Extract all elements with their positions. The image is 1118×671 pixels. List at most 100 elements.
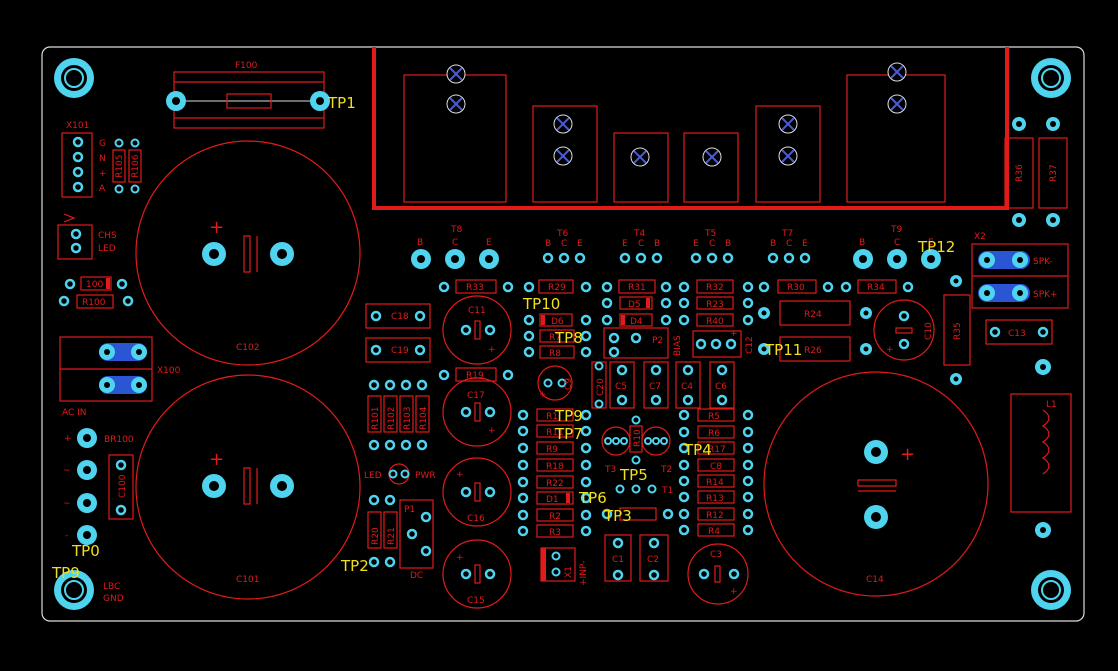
test-points: TP1 TP0 TP9 TP2 TP3 TP4 TP5 TP6 TP7 TP8 …: [51, 94, 955, 582]
svg-text:+INP-: +INP-: [579, 561, 589, 586]
resistors-r7-r8: R7 R8: [523, 329, 592, 359]
svg-text:X101: X101: [66, 121, 89, 131]
svg-text:LBC: LBC: [103, 582, 120, 592]
resistor-column-left: R1 R11 R9 R18 R22 D1 R2 R3: [517, 408, 592, 538]
svg-text:100: 100: [86, 280, 103, 290]
svg-text:B: B: [654, 239, 660, 249]
svg-text:BR100: BR100: [104, 435, 134, 445]
fuse-label: F100: [235, 61, 258, 71]
resistor-r19: R19: [438, 367, 514, 382]
svg-text:C6: C6: [715, 382, 727, 392]
capacitor-c9: + C9: [537, 365, 574, 401]
resistor-row-top: R29 R31 R32 R30 R34: [523, 279, 914, 294]
transistors-t1-t2-t3: R10 T3 T2 T1: [601, 415, 674, 521]
svg-text:T8: T8: [450, 225, 462, 235]
svg-text:E: E: [802, 239, 808, 249]
svg-text:R9: R9: [546, 445, 558, 455]
svg-text:R22: R22: [546, 479, 564, 489]
heatsink-components: [403, 62, 946, 203]
svg-text:R14: R14: [706, 478, 724, 488]
svg-text:E: E: [486, 238, 492, 248]
svg-text:G: G: [99, 139, 106, 149]
tp11-label: TP11: [764, 341, 802, 359]
svg-text:C101: C101: [236, 575, 259, 585]
svg-text:N: N: [99, 154, 106, 164]
tp4-label: TP4: [683, 441, 712, 459]
connector-x2-speaker: X2 SPK- SPK+: [971, 232, 1069, 309]
tp5-label: TP5: [619, 466, 648, 484]
caps-c20-c4-c5-c6-c7: C20 C5 C7 C4 C6: [591, 361, 735, 409]
tp6-label: TP6: [578, 489, 607, 507]
svg-text:C102: C102: [236, 343, 259, 353]
svg-text:R32: R32: [706, 283, 724, 293]
svg-text:R4: R4: [708, 527, 720, 537]
svg-text:R5: R5: [708, 412, 720, 422]
svg-text:R26: R26: [804, 346, 822, 356]
svg-text:B: B: [545, 239, 551, 249]
svg-text:+: +: [730, 587, 738, 597]
svg-text:C17: C17: [467, 391, 485, 401]
svg-text:C11: C11: [468, 306, 486, 316]
svg-text:T3: T3: [604, 465, 616, 475]
svg-text:C13: C13: [1008, 329, 1026, 339]
trimmer-p2: P2 BIAS + C12: [603, 327, 755, 359]
svg-text:+: +: [99, 169, 107, 179]
svg-text:R102: R102: [387, 407, 397, 430]
svg-text:+: +: [730, 329, 738, 339]
svg-text:LED: LED: [364, 471, 382, 481]
capacitor-c102: + C102: [135, 140, 361, 366]
svg-text:+: +: [900, 444, 915, 465]
svg-text:R103: R103: [403, 407, 413, 430]
svg-text:+: +: [488, 345, 496, 355]
resistors-r36-r37: R36 R37: [1004, 117, 1068, 227]
svg-text:R35: R35: [953, 322, 963, 340]
svg-text:R34: R34: [867, 283, 885, 293]
svg-text:R7: R7: [549, 333, 561, 343]
svg-text:E: E: [693, 239, 699, 249]
svg-text:PWR: PWR: [415, 471, 436, 481]
svg-text:P2: P2: [652, 336, 663, 346]
fuse-f100: F100: [166, 61, 330, 129]
svg-text:C15: C15: [467, 596, 485, 606]
svg-text:R8: R8: [549, 349, 561, 359]
capacitor-c14: + C14: [763, 371, 989, 597]
connector-x100: X100 AC IN: [59, 336, 181, 418]
svg-text:R101: R101: [371, 407, 381, 430]
tp0-label: TP0: [71, 542, 100, 560]
svg-text:C19: C19: [391, 346, 409, 356]
svg-text:E: E: [622, 239, 628, 249]
svg-text:P1: P1: [404, 505, 415, 515]
svg-text:R19: R19: [466, 371, 484, 381]
svg-text:A: A: [99, 184, 106, 194]
svg-text:R30: R30: [787, 283, 805, 293]
svg-text:B: B: [725, 239, 731, 249]
svg-text:R105: R105: [115, 155, 125, 178]
svg-text:+: +: [456, 553, 464, 563]
heatsink-outline: [372, 47, 1009, 210]
svg-text:T7: T7: [781, 229, 793, 239]
svg-text:D1: D1: [546, 495, 559, 505]
resistors-r101-r104: R101 R102 R103 R104: [367, 379, 430, 451]
svg-text:C7: C7: [649, 382, 661, 392]
svg-text:T1: T1: [661, 486, 673, 496]
svg-text:+: +: [209, 449, 224, 470]
svg-text:R33: R33: [466, 283, 484, 293]
diodes-d4-d5-d6: D6 D5 D4 R23 R40: [523, 296, 754, 327]
svg-text:SPK-: SPK-: [1033, 257, 1052, 267]
svg-text:B: B: [417, 238, 423, 248]
svg-text:R6: R6: [708, 429, 720, 439]
tp2-label: TP2: [340, 557, 369, 575]
svg-text:C16: C16: [467, 514, 485, 524]
svg-text:LED: LED: [98, 244, 116, 254]
svg-text:R37: R37: [1049, 164, 1059, 182]
svg-text:R2: R2: [549, 512, 561, 522]
mounting-hole-tr: [1031, 58, 1071, 98]
led-pwr: LED PWR: [364, 463, 436, 485]
inductor-l1: L1: [1010, 359, 1072, 538]
svg-text:R10: R10: [633, 429, 643, 447]
